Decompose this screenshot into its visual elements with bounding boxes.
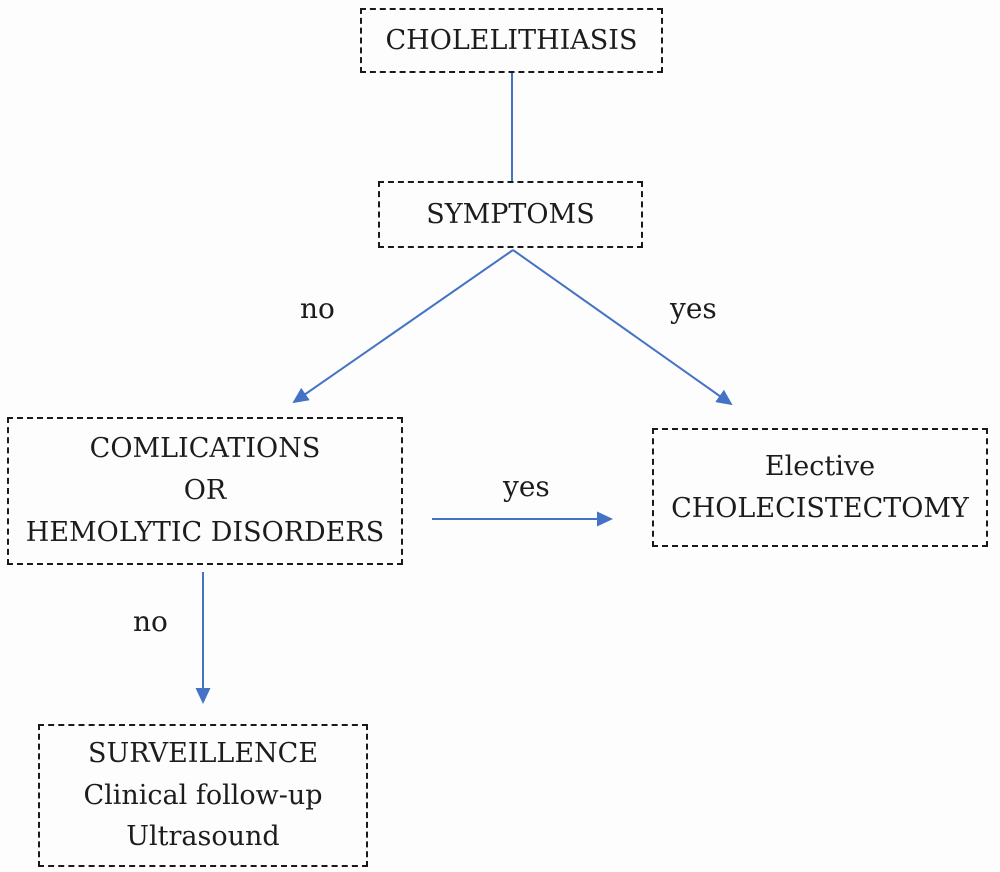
node-cholelithiasis: CHOLELITHIASIS	[360, 8, 663, 73]
node-surveillance-line3: Ultrasound	[126, 821, 280, 853]
node-complications: COMLICATIONS OR HEMOLYTIC DISORDERS	[7, 417, 403, 565]
edge-label-complications-no: no	[133, 605, 168, 638]
edge-symptoms-no-to-complications	[292, 249, 514, 404]
node-complications-line1: COMLICATIONS	[89, 433, 321, 465]
node-complications-line3: HEMOLYTIC DISORDERS	[25, 516, 385, 548]
node-elective-line2: CHOLECISTECTOMY	[671, 492, 969, 524]
edge-label-symptoms-no: no	[300, 292, 335, 325]
node-symptoms-label: SYMPTOMS	[426, 198, 595, 230]
edge-label-symptoms-yes: yes	[670, 292, 717, 325]
edge-label-complications-yes: yes	[503, 470, 550, 503]
node-symptoms: SYMPTOMS	[378, 181, 643, 248]
node-surveillance: SURVEILLENCE Clinical follow-up Ultrasou…	[38, 724, 368, 867]
node-cholelithiasis-label: CHOLELITHIASIS	[385, 24, 638, 56]
edge-symptoms-yes-to-elective	[512, 249, 733, 406]
node-elective-line1: Elective	[764, 450, 876, 482]
node-complications-line2: OR	[183, 475, 227, 507]
node-surveillance-line2: Clinical follow-up	[83, 779, 323, 811]
node-elective-cholecystectomy: Elective CHOLECISTECTOMY	[652, 428, 988, 547]
node-surveillance-line1: SURVEILLENCE	[87, 737, 319, 769]
